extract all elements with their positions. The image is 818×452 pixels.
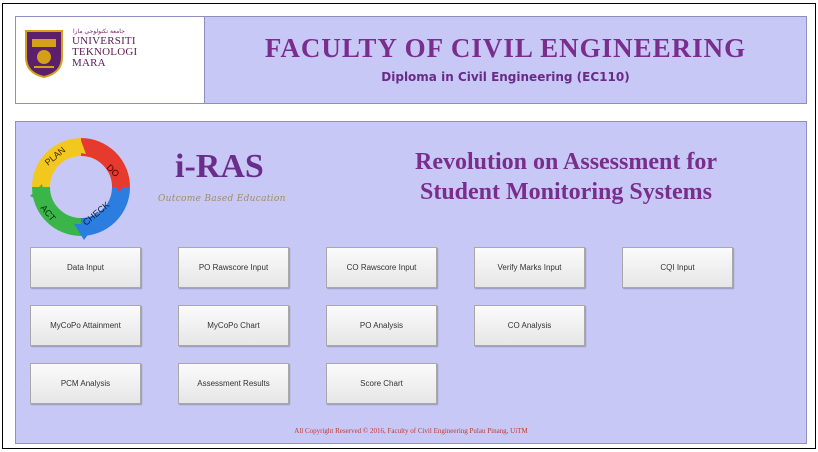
faculty-title: FACULTY OF CIVIL ENGINEERING: [264, 33, 747, 63]
cqi-input-button[interactable]: CQI Input: [622, 247, 733, 288]
copyright-notice: All Copyright Reserved © 2016, Faculty o…: [294, 427, 528, 435]
assessment-results-button[interactable]: Assessment Results: [178, 363, 289, 404]
co-rawscore-input-button[interactable]: CO Rawscore Input: [326, 247, 437, 288]
score-chart-button[interactable]: Score Chart: [326, 363, 437, 404]
po-rawscore-input-button[interactable]: PO Rawscore Input: [178, 247, 289, 288]
university-crest-icon: [25, 30, 63, 79]
university-name: UNIVERSITI TEKNOLOGI MARA: [72, 35, 138, 69]
outer-frame: [2, 3, 816, 449]
main-panel: PLAN DO CHECK ACT i-RAS Outcome Based Ed…: [15, 121, 807, 444]
header: جامعة تكنولوجي مارا UNIVERSITI TEKNOLOGI…: [15, 16, 807, 104]
system-title: Revolution on Assessment for Student Mon…: [414, 149, 717, 205]
data-input-button[interactable]: Data Input: [30, 247, 141, 288]
pdca-cycle-icon: PLAN DO CHECK ACT: [30, 138, 130, 240]
po-analysis-button[interactable]: PO Analysis: [326, 305, 437, 346]
app-tagline: Outcome Based Education: [158, 194, 286, 204]
mycopo-chart-button[interactable]: MyCoPo Chart: [178, 305, 289, 346]
pcm-analysis-button[interactable]: PCM Analysis: [30, 363, 141, 404]
university-arabic-name: جامعة تكنولوجي مارا: [73, 28, 125, 35]
verify-marks-input-button[interactable]: Verify Marks Input: [474, 247, 585, 288]
program-subtitle: Diploma in Civil Engineering (EC110): [381, 70, 630, 84]
university-logo: جامعة تكنولوجي مارا UNIVERSITI TEKNOLOGI…: [16, 17, 205, 103]
header-title-box: FACULTY OF CIVIL ENGINEERING Diploma in …: [205, 17, 806, 103]
mycopo-attainment-button[interactable]: MyCoPo Attainment: [30, 305, 141, 346]
co-analysis-button[interactable]: CO Analysis: [474, 305, 585, 346]
app-name: i-RAS: [175, 148, 264, 185]
